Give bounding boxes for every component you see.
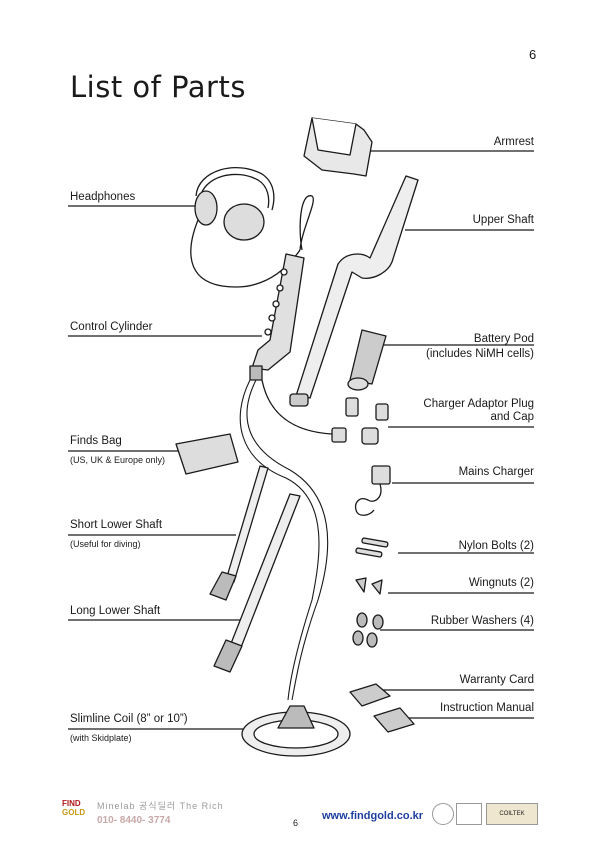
badge-logo-2 [456,803,482,825]
battery-pod-drawing [349,329,387,385]
washer-2 [372,614,384,630]
footer-page-number: 6 [293,818,299,828]
label-warranty-card: Warranty Card [459,674,534,686]
headphones-cup-right [223,203,265,241]
instruction-manual-drawing [373,707,415,733]
note-battery-pod: (includes NiMH cells) [426,348,534,360]
nylon-bolt-1 [361,537,389,548]
label-charger-adaptor-line2: and Cap [490,411,534,423]
note-slimline-coil: (with Skidplate) [70,733,132,743]
label-nylon-bolts: Nylon Bolts (2) [458,540,534,552]
finds-bag-drawing [175,433,239,475]
label-instruction-manual: Instruction Manual [440,702,534,714]
warranty-card-drawing [349,683,391,707]
badge-logo-1 [432,803,454,825]
label-mains-charger: Mains Charger [458,466,534,478]
label-headphones: Headphones [70,191,136,203]
wingnut-1 [355,577,367,593]
washer-4 [366,632,378,648]
findgold-logo: FIND GOLD [62,799,86,817]
label-short-lower-shaft: Short Lower Shaft [70,519,163,531]
mains-charger-drawing [371,465,391,485]
charger-cap [375,403,389,421]
footer-phone: 010- 8440- 3774 [97,815,171,826]
footer-dealer: Minelab 공식딜러 The Rich [97,801,224,811]
note-finds-bag: (US, UK & Europe only) [70,455,166,465]
washer-3 [352,630,364,646]
charger-adaptor-plug [331,427,347,443]
label-battery-pod: Battery Pod [473,333,534,345]
washer-1 [356,612,368,628]
label-wingnuts: Wingnuts (2) [468,577,534,589]
nylon-bolt-2 [355,547,383,558]
label-long-lower-shaft: Long Lower Shaft [70,605,161,617]
label-finds-bag: Finds Bag [70,435,122,447]
label-upper-shaft: Upper Shaft [472,214,534,226]
label-control-cylinder: Control Cylinder [70,321,153,333]
long-lower-shaft-drawing [229,493,301,651]
label-armrest: Armrest [493,136,534,148]
headphones-cup-left [194,190,218,226]
label-slimline-coil: Slimline Coil (8” or 10”) [70,713,188,725]
badge-coiltek: COILTEK [486,803,538,825]
label-rubber-washers: Rubber Washers (4) [430,615,534,627]
wingnut-2 [371,579,383,595]
note-short-lower-shaft: (Useful for diving) [70,539,141,549]
footer-url-link[interactable]: www.findgold.co.kr [322,810,424,822]
control-cylinder-drawing [251,253,305,371]
upper-shaft-drawing [295,175,419,399]
page-number: 6 [529,47,537,62]
label-charger-adaptor-line1: Charger Adaptor Plug [423,398,534,410]
page-title: List of Parts [70,70,246,104]
